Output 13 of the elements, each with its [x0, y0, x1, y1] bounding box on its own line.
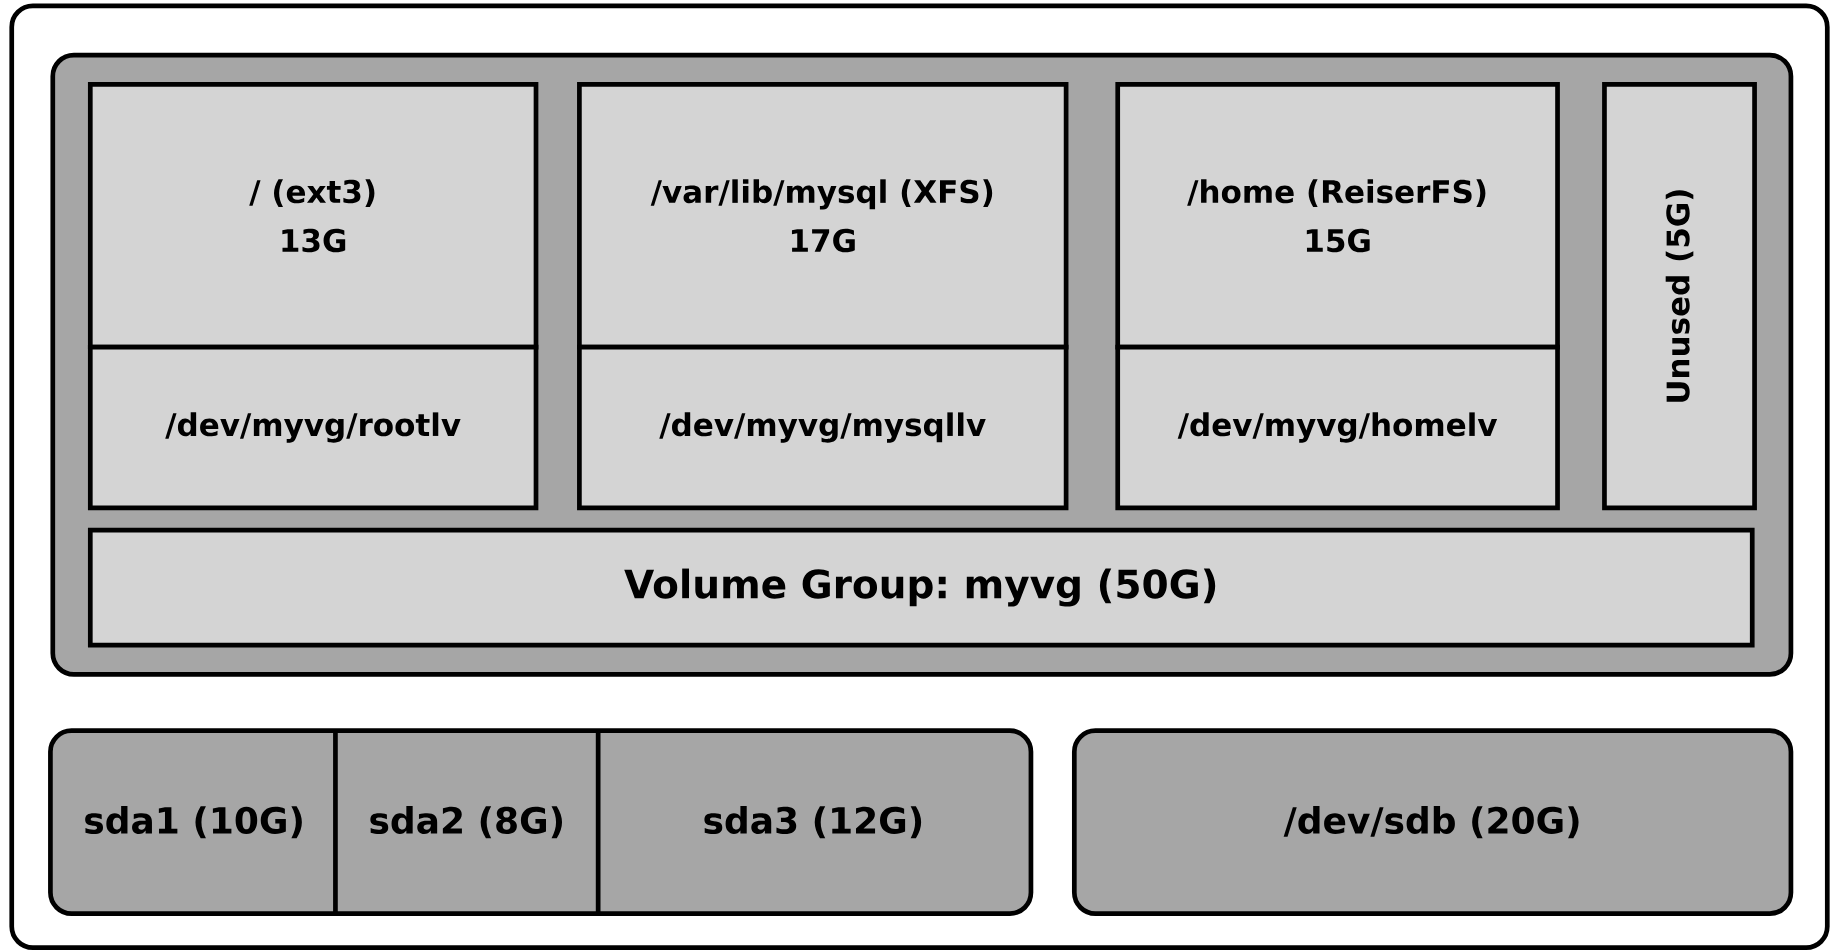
partition-label: sda1 (10G): [85, 806, 302, 839]
unused-space-box: Unused (5G): [1602, 82, 1757, 511]
filesystem-box: /var/lib/mysql (XFS) 17G: [577, 82, 1069, 350]
partition-label: sda2 (8G): [370, 806, 562, 839]
filesystem-box: /home (ReiserFS) 15G: [1115, 82, 1560, 350]
disk-box: [48, 728, 1034, 916]
logical-volume-box: /dev/myvg/rootlv: [87, 344, 539, 511]
logical-volume-box: /dev/myvg/homelv: [1115, 344, 1560, 511]
filesystem-box: / (ext3) 13G: [87, 82, 539, 350]
volume-group-box: Volume Group: myvg (50G): [87, 527, 1755, 648]
disk-box: /dev/sdb (20G): [1071, 728, 1794, 916]
partition-label: sda3 (12G): [704, 806, 922, 839]
logical-volume-box: /dev/myvg/mysqllv: [577, 344, 1069, 511]
